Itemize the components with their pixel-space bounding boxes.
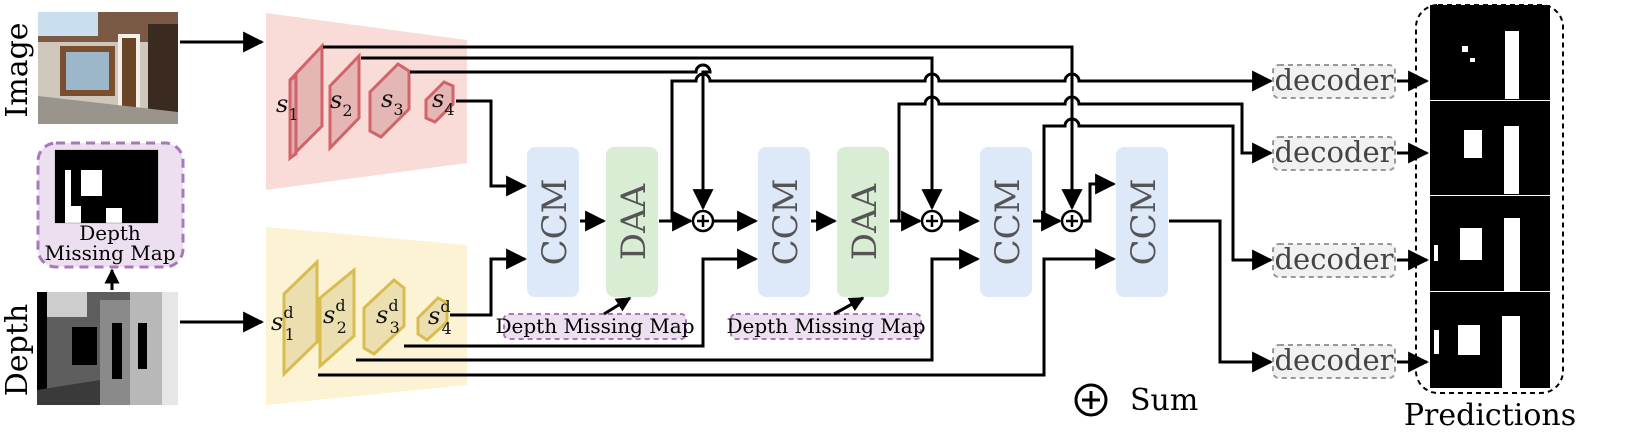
decoder-4: decoder [1272, 343, 1396, 379]
sum-legend-label: Sum [1130, 383, 1198, 418]
svg-text:CCM: CCM [535, 179, 575, 266]
svg-text:Depth Missing Map: Depth Missing Map [727, 314, 926, 338]
rgb-feature-s4: s4 [432, 85, 455, 119]
connection-wires [318, 45, 1274, 377]
daa-block-2: DAA [837, 147, 889, 297]
dmm-panel-label-line1: Depth [79, 221, 141, 245]
rgb-feature-s2: s2 [330, 86, 353, 120]
dmm-tag-2: Depth Missing Map [727, 313, 926, 340]
daa-block-1: DAA [606, 147, 658, 297]
ccm-block-3: CCM [980, 147, 1032, 297]
rgb-feature-labels: s1 s2 s3 s4 [276, 85, 455, 124]
svg-text:decoder: decoder [1274, 242, 1393, 276]
depth-image-thumbnail [37, 292, 178, 405]
decoder-1: decoder [1272, 63, 1396, 99]
rgb-feature-s3: s3 [381, 85, 404, 119]
sum-node-3 [1060, 209, 1084, 233]
image-side-label: Image [0, 22, 35, 117]
svg-text:CCM: CCM [766, 179, 806, 266]
depth-side-label: Depth [0, 304, 35, 396]
ccm-block-2: CCM [758, 147, 810, 297]
predictions-panel: Predictions [1404, 4, 1576, 433]
sum-legend: Sum [1074, 383, 1198, 418]
depth-missing-map-panel: Depth Missing Map [36, 141, 185, 269]
decoder-3: decoder [1272, 242, 1396, 278]
ccm-block-4: CCM [1116, 147, 1168, 297]
decoder-2: decoder [1272, 135, 1396, 171]
sum-node-1 [691, 209, 715, 233]
dmm-panel-label-line2: Missing Map [44, 241, 175, 265]
depth-feature-slabs [282, 258, 449, 378]
svg-text:DAA: DAA [845, 183, 885, 260]
predictions-label: Predictions [1404, 398, 1576, 433]
ccm-block-1: CCM [527, 147, 579, 297]
svg-text:CCM: CCM [1124, 179, 1164, 266]
svg-text:DAA: DAA [614, 183, 654, 260]
rgb-image-thumbnail [38, 12, 178, 124]
rgb-feature-s1: s1 [276, 90, 299, 124]
svg-text:decoder: decoder [1274, 63, 1393, 97]
svg-text:decoder: decoder [1274, 343, 1393, 377]
dmm-tag-1: Depth Missing Map [496, 313, 695, 340]
svg-text:decoder: decoder [1274, 135, 1393, 169]
svg-text:Depth Missing Map: Depth Missing Map [496, 314, 695, 338]
sum-node-2 [920, 209, 944, 233]
svg-text:CCM: CCM [988, 179, 1028, 266]
rgb-feature-slabs [288, 42, 455, 162]
